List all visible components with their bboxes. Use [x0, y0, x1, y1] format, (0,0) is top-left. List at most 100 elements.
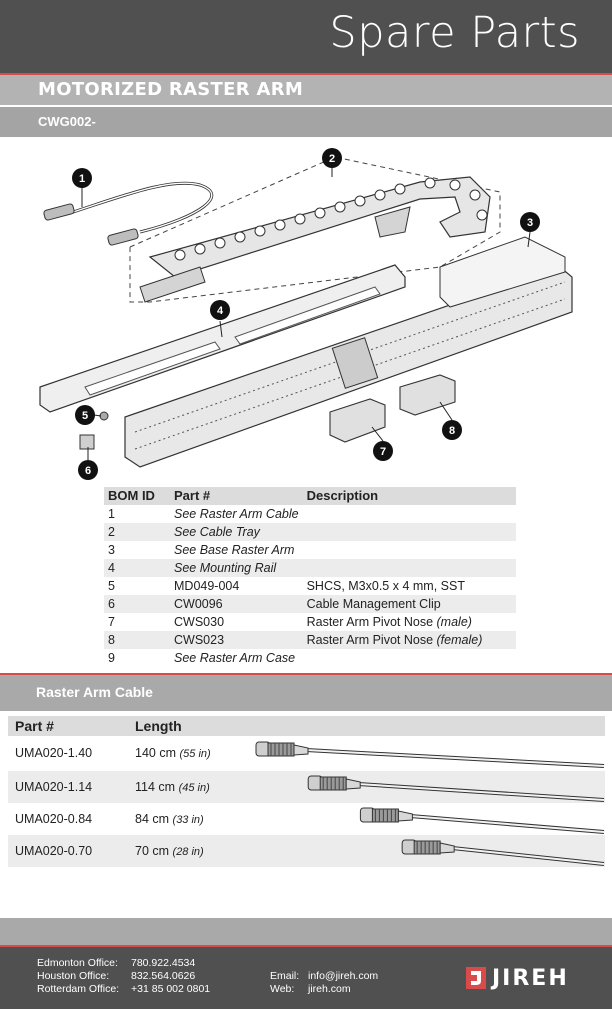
exploded-diagram: 1 2 3 4 5 6 7 8: [39, 148, 573, 480]
web-label: Web:: [270, 983, 295, 995]
table-row: 8 CWS023 Raster Arm Pivot Nose (female): [104, 631, 516, 649]
svg-text:7: 7: [380, 446, 386, 458]
cable-image: [255, 741, 605, 768]
bom-desc: Raster Arm Pivot Nose: [306, 633, 434, 647]
bom-part: See Mounting Rail: [170, 559, 303, 577]
svg-text:2: 2: [329, 153, 335, 165]
table-row: UMA020-0.84 84 cm (33 in): [8, 803, 605, 835]
svg-text:6: 6: [85, 465, 91, 477]
code-bar: CWG002-: [0, 107, 612, 137]
subtitle-bar: MOTORIZED RASTER ARM: [0, 75, 612, 105]
bom-desc: [302, 559, 516, 577]
svg-text:4: 4: [217, 305, 224, 317]
cable-header-part: Part #: [15, 718, 54, 734]
screw-shape: [99, 411, 109, 421]
svg-text:8: 8: [449, 425, 455, 437]
cable-table-header: Part # Length: [8, 716, 605, 736]
table-row: 7 CWS030 Raster Arm Pivot Nose (male): [104, 613, 516, 631]
cable-section-bar: Raster Arm Cable: [0, 675, 612, 711]
table-row: UMA020-1.14 114 cm (45 in): [8, 771, 605, 803]
product-code: CWG002-: [38, 114, 96, 129]
bom-part: MD049-004: [174, 579, 240, 593]
cable-length-inches: (33 in): [172, 814, 204, 826]
product-title: MOTORIZED RASTER ARM: [38, 79, 304, 100]
cable-length: 84 cm: [135, 812, 170, 826]
logo-text: JIREH: [492, 966, 569, 991]
bom-table: BOM ID Part # Description 1 See Raster A…: [104, 487, 516, 667]
bom-desc-note: (male): [436, 615, 472, 629]
table-row: 4 See Mounting Rail: [104, 559, 516, 577]
cable-part: UMA020-0.70: [15, 844, 93, 858]
bom-id: 6: [104, 595, 170, 613]
office-phone: +31 85 002 0801: [131, 983, 211, 995]
office-name: Houston Office:: [37, 970, 110, 982]
bom-desc: [302, 523, 516, 541]
accent-line: [0, 73, 612, 75]
bom-id: 5: [108, 579, 115, 593]
table-row: 2 See Cable Tray: [104, 523, 516, 541]
bom-id: 9: [108, 651, 115, 665]
table-row: UMA020-1.40 140 cm (55 in): [8, 737, 605, 769]
svg-text:1: 1: [79, 173, 85, 185]
table-row: 6 CW0096 Cable Management Clip: [104, 595, 516, 613]
bom-desc: SHCS, M3x0.5 x 4 mm, SST: [306, 579, 465, 593]
callout-2: 2: [322, 148, 342, 168]
bom-part: See Base Raster Arm: [174, 543, 295, 557]
bom-desc: Cable Management Clip: [302, 595, 516, 613]
bom-desc: [303, 541, 516, 559]
office-edmonton: Edmonton Office:780.922.4534: [37, 957, 195, 969]
cable-section-title: Raster Arm Cable: [36, 684, 153, 700]
cable-length-cell: 70 cm (28 in): [135, 844, 204, 858]
cable-length: 114 cm: [135, 780, 176, 794]
table-row: 1 See Raster Arm Cable: [104, 505, 516, 523]
cable-image: [307, 775, 605, 802]
bom-part: CWS030: [174, 615, 225, 629]
office-houston: Houston Office: 832.564.0626: [37, 970, 195, 982]
cable-length: 70 cm: [135, 844, 170, 858]
cable-part: UMA020-1.14: [15, 780, 93, 794]
callout-3: 3: [520, 212, 540, 232]
bom-part: See Raster Arm Case: [174, 651, 296, 665]
base-raster-arm-shape: [124, 236, 573, 468]
table-row: UMA020-0.70 70 cm (28 in): [8, 835, 605, 867]
email-link[interactable]: info@jireh.com: [308, 970, 379, 982]
svg-text:3: 3: [527, 217, 533, 229]
office-name: Rotterdam Office:: [37, 983, 120, 995]
cable-length-cell: 114 cm (45 in): [135, 780, 210, 794]
web-link[interactable]: jireh.com: [308, 983, 351, 995]
mounting-rail-shape: [39, 264, 406, 413]
bom-part: CWS023: [170, 631, 303, 649]
cable-tray-shape: [139, 176, 491, 303]
office-phone: 832.564.0626: [131, 970, 196, 982]
bom-header-description: Description: [302, 487, 516, 505]
callout-1: 1: [72, 168, 92, 188]
bom-desc-note: (female): [436, 633, 483, 647]
cable-length-cell: 140 cm (55 in): [135, 746, 211, 760]
bom-desc-cell: Raster Arm Pivot Nose (female): [302, 631, 516, 649]
pivot-nose-shapes: [329, 374, 456, 443]
bom-desc: [303, 505, 516, 523]
cable-header-length: Length: [135, 718, 182, 734]
cable-length: 140 cm: [135, 746, 176, 760]
cable-length-cell: 84 cm (33 in): [135, 812, 204, 826]
bom-part: See Raster Arm Cable: [174, 507, 299, 521]
table-row: 3 See Base Raster Arm: [104, 541, 516, 559]
bom-desc-cell: Raster Arm Pivot Nose (male): [303, 613, 516, 631]
cable-length-inches: (45 in): [178, 782, 210, 794]
callout-5: 5: [75, 405, 95, 425]
footer: Edmonton Office:780.922.4534 Houston Off…: [0, 947, 612, 1009]
footer-accent-line: [0, 945, 612, 947]
page-title: Spare Parts: [329, 8, 580, 58]
cable-length-inches: (28 in): [172, 846, 204, 858]
bom-header-id: BOM ID: [104, 487, 170, 505]
bom-id: 2: [104, 523, 170, 541]
svg-text:5: 5: [82, 410, 88, 422]
clip-shape: [79, 434, 95, 450]
bom-desc: [303, 649, 516, 667]
callout-7: 7: [373, 441, 393, 461]
bom-id: 4: [104, 559, 170, 577]
bom-header-part: Part #: [170, 487, 303, 505]
footer-top-bar: [0, 918, 612, 945]
cable-length-inches: (55 in): [179, 748, 211, 760]
section-accent-line: [0, 673, 612, 675]
